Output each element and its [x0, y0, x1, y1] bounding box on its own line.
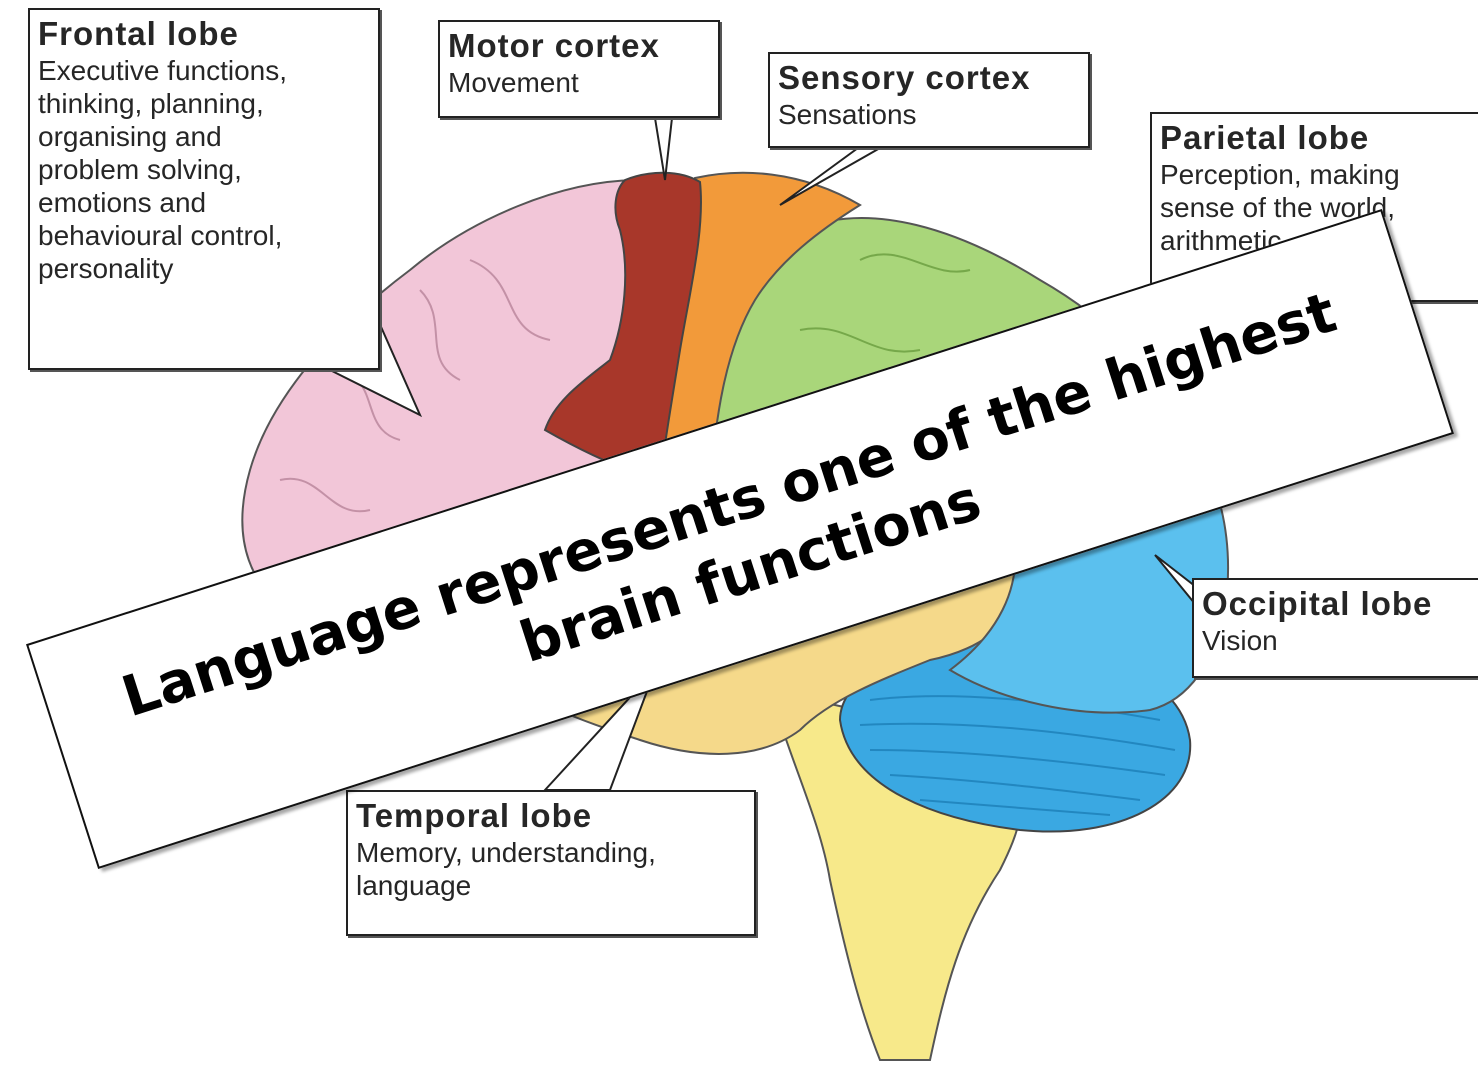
parietal-lobe-title: Parietal lobe [1160, 118, 1478, 158]
frontal-lobe-label: Frontal lobe Executive functions, thinki… [28, 8, 380, 370]
motor-cortex-label: Motor cortex Movement [438, 20, 720, 118]
motor-cortex-title: Motor cortex [448, 26, 710, 66]
occipital-lobe-desc: Vision [1202, 624, 1478, 657]
occipital-lobe-title: Occipital lobe [1202, 584, 1478, 624]
sensory-cortex-desc: Sensations [778, 98, 1080, 131]
motor-cortex-desc: Movement [448, 66, 710, 99]
temporal-lobe-title: Temporal lobe [356, 796, 746, 836]
temporal-lobe-desc: Memory, understanding, language [356, 836, 746, 902]
occipital-lobe-label: Occipital lobe Vision [1192, 578, 1478, 678]
frontal-lobe-desc: Executive functions, thinking, planning,… [38, 54, 370, 285]
sensory-cortex-title: Sensory cortex [778, 58, 1080, 98]
sensory-cortex-label: Sensory cortex Sensations [768, 52, 1090, 148]
temporal-lobe-label: Temporal lobe Memory, understanding, lan… [346, 790, 756, 936]
frontal-lobe-title: Frontal lobe [38, 14, 370, 54]
